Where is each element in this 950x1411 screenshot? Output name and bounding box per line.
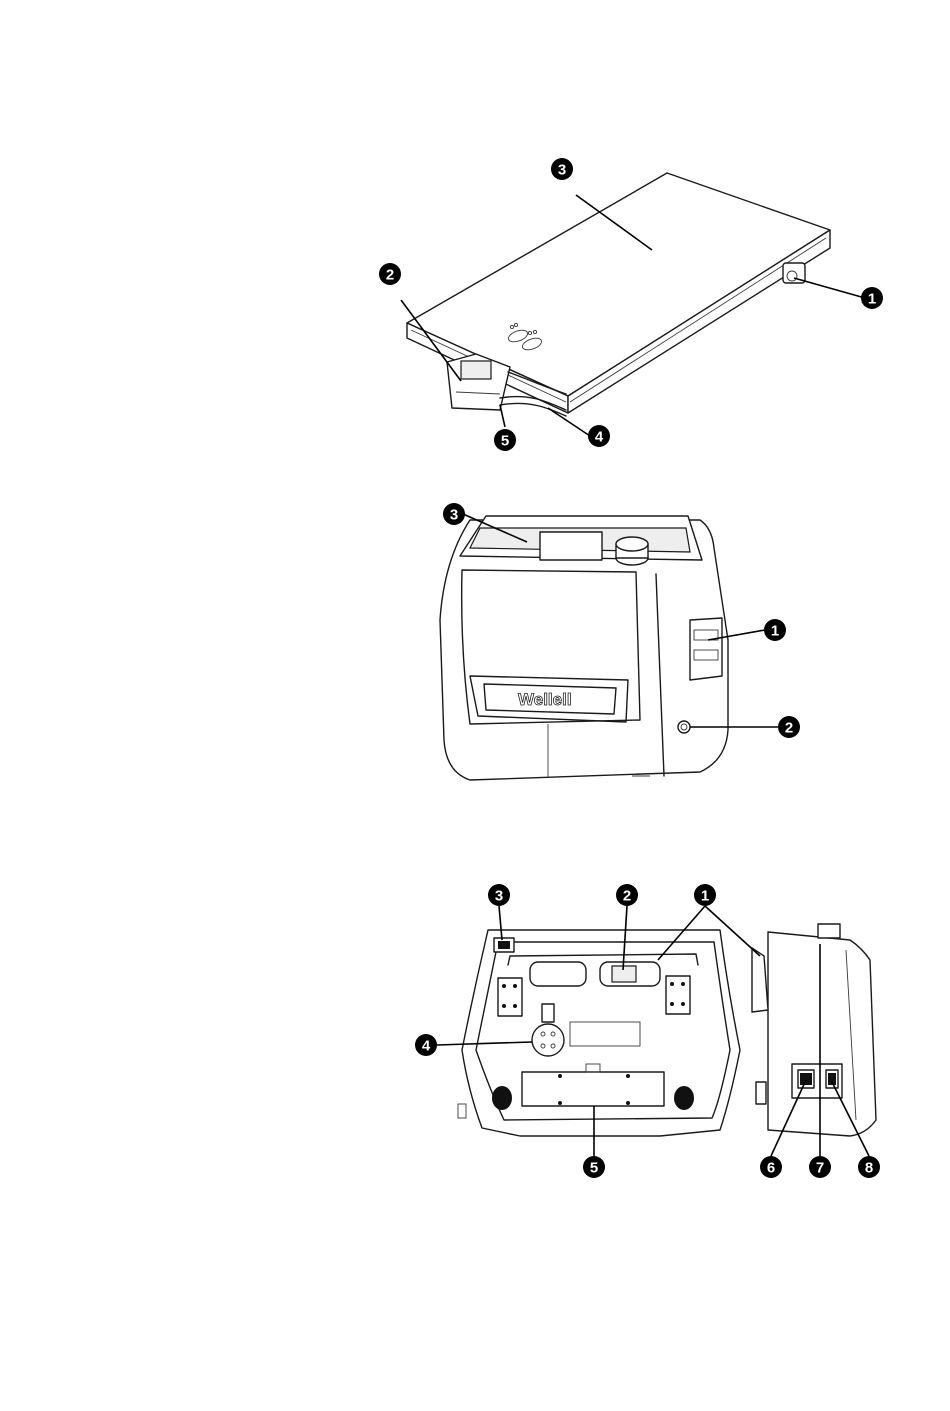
callout-8: 8: [858, 1156, 880, 1178]
hinge-plate-right: [666, 976, 690, 1014]
callout-1: 1: [764, 619, 786, 641]
callout-7: 7: [809, 1156, 831, 1178]
pump-rear-view: [458, 930, 740, 1136]
svg-text:4: 4: [422, 1038, 431, 1055]
svg-text:3: 3: [450, 507, 458, 524]
hanger-hook: [690, 618, 722, 680]
pump-body: Wellell: [440, 516, 728, 780]
brand-logo: Wellell: [518, 690, 572, 709]
pump-rear-side-figure: 1 2 3 4 5 6 7 8: [0, 875, 950, 1185]
svg-text:8: 8: [865, 1160, 873, 1177]
callout-1: 1: [694, 884, 716, 906]
svg-text:1: 1: [868, 291, 876, 308]
svg-text:2: 2: [785, 720, 793, 737]
callout-3: 3: [551, 158, 573, 180]
control-knob: [616, 537, 648, 565]
svg-text:7: 7: [816, 1160, 824, 1177]
svg-text:2: 2: [623, 888, 631, 905]
svg-text:2: 2: [386, 267, 394, 284]
callout-4: 4: [415, 1034, 437, 1056]
air-outlet: [678, 721, 690, 733]
svg-text:3: 3: [495, 888, 503, 905]
callout-2: 2: [616, 884, 638, 906]
svg-text:6: 6: [767, 1160, 775, 1177]
callout-6: 6: [760, 1156, 782, 1178]
foot-left: [492, 1086, 512, 1110]
svg-text:3: 3: [558, 162, 566, 179]
mattress-figure: 1 2 3 4 5: [0, 150, 950, 470]
hinge-plate-left: [498, 978, 522, 1016]
svg-text:1: 1: [701, 888, 709, 905]
foot-right: [674, 1086, 694, 1110]
callout-4: 4: [588, 425, 610, 447]
callout-3: 3: [443, 503, 465, 525]
callout-2: 2: [379, 263, 401, 285]
callout-3: 3: [488, 884, 510, 906]
callout-2: 2: [778, 716, 800, 738]
pump-side-view: [752, 924, 876, 1136]
svg-text:4: 4: [595, 429, 604, 446]
mattress-body: [407, 173, 830, 416]
svg-text:5: 5: [501, 433, 509, 450]
callout-5: 5: [494, 429, 516, 451]
display-screen: [540, 532, 602, 560]
svg-text:5: 5: [590, 1160, 598, 1177]
svg-text:1: 1: [771, 623, 779, 640]
callout-1: 1: [861, 287, 883, 309]
pump-front-figure: Wellell 1 2 3: [0, 495, 950, 795]
callout-5: 5: [583, 1156, 605, 1178]
